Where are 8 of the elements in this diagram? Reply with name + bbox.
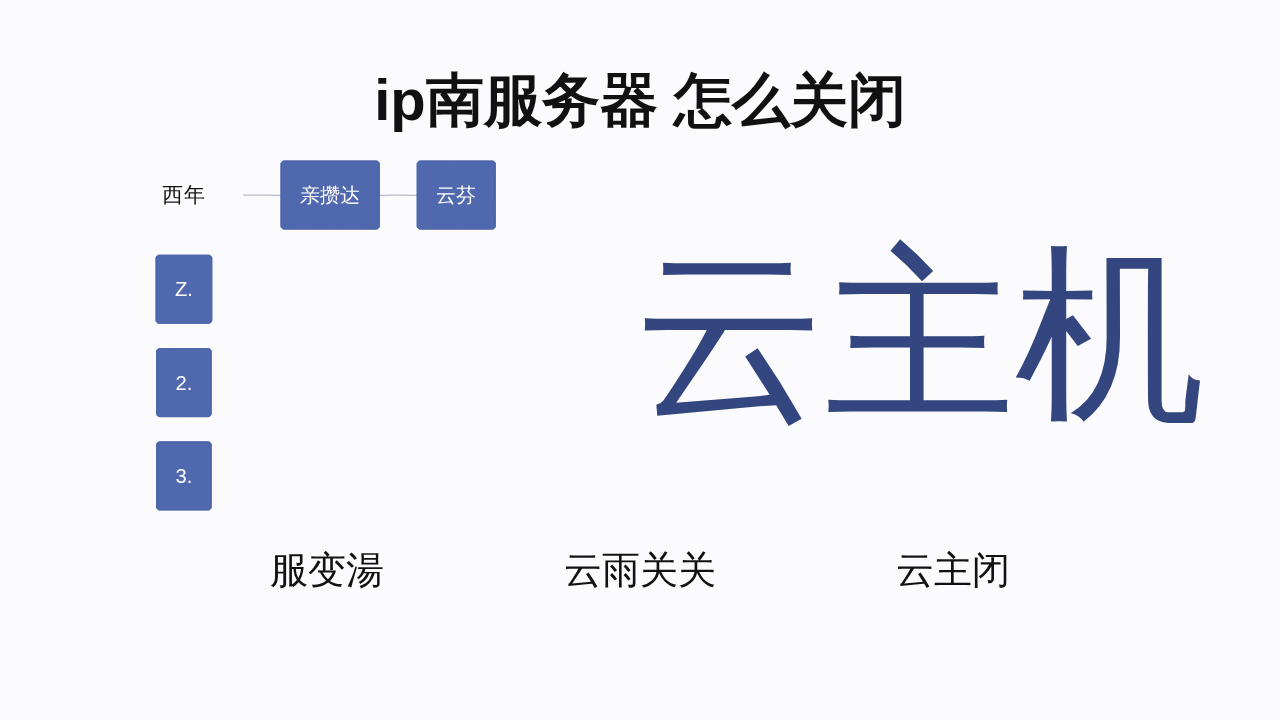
label-text: 服变湯	[270, 548, 384, 593]
connector	[242, 194, 282, 196]
connector	[379, 194, 419, 196]
node-text: 西年	[162, 182, 206, 207]
large-heading-text: 云主机	[635, 240, 1205, 430]
label-text: 云主闭	[896, 548, 1010, 593]
label-text: 云雨关关	[564, 548, 716, 593]
title: ip南服务器 怎么关闭	[374, 66, 906, 134]
